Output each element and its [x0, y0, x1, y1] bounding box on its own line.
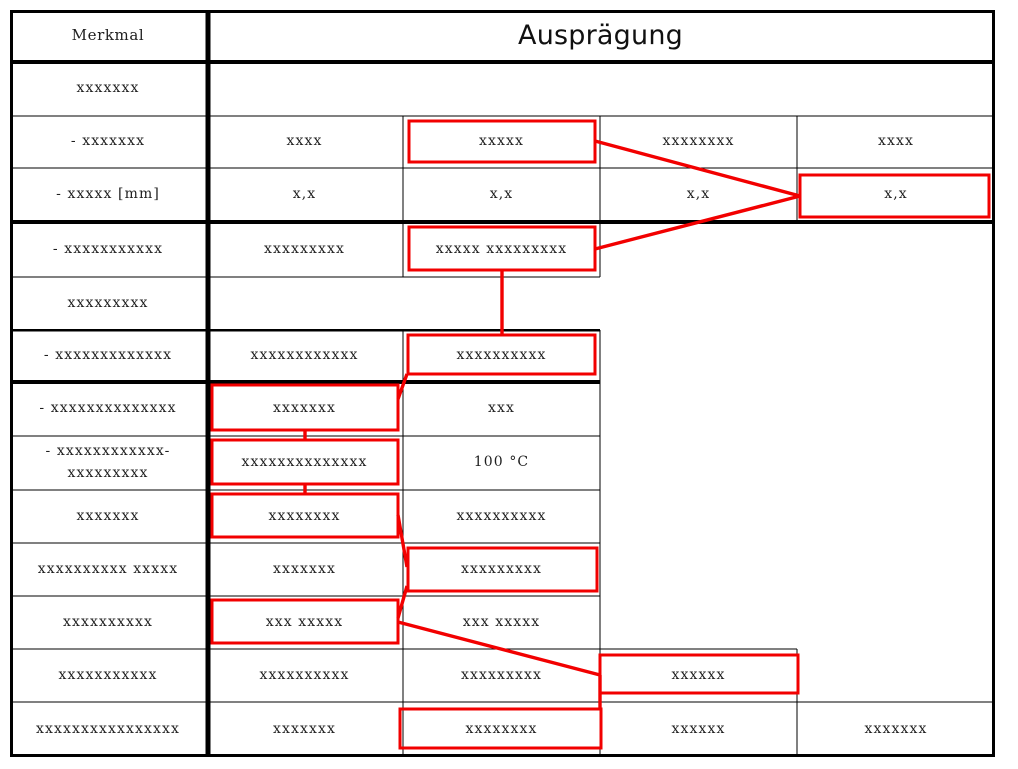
- header-merkmal: Merkmal: [71, 26, 145, 45]
- cell-row3-c3: x,x: [489, 186, 514, 203]
- cell-row7-c3: xxx: [488, 400, 515, 417]
- row12-label: xxxxxxxxxxx: [58, 666, 158, 683]
- cell-row6-c2: xxxxxxxxxxxx: [250, 347, 359, 364]
- cell-row12-c4-selected: xxxxxx: [671, 666, 726, 683]
- row4-label: - xxxxxxxxxxx: [52, 240, 164, 257]
- connector-row10-row11: [396, 585, 409, 619]
- cell-row2-c4: xxxxxxxx: [662, 133, 735, 150]
- cell-row13-c5: xxxxxxx: [864, 720, 928, 737]
- header-auspraegung: Ausprägung: [518, 20, 683, 52]
- cell-row10-c2: xxxxxxx: [273, 560, 336, 577]
- cell-row8-c2-selected: xxxxxxxxxxxxxx: [241, 454, 368, 471]
- cell-row4-c2: xxxxxxxxx: [264, 240, 345, 257]
- cell-row10-c3-selected: xxxxxxxxx: [461, 560, 542, 577]
- cell-row12-c2: xxxxxxxxxx: [259, 666, 350, 683]
- row1-label: xxxxxxx: [76, 80, 140, 97]
- row3-label: - xxxxx [mm]: [56, 186, 160, 203]
- row11-label: xxxxxxxxxx: [63, 613, 153, 630]
- selection-path: [210, 119, 991, 750]
- connector-row3-row4: [594, 194, 801, 251]
- cell-row6-c3-selected: xxxxxxxxxx: [456, 347, 547, 364]
- cell-row13-c3-selected: xxxxxxxx: [465, 720, 538, 737]
- cell-row11-c2-selected: xxx xxxxx: [265, 613, 344, 630]
- connector-row6-row7: [396, 373, 409, 400]
- selection-box-row10-c3: [406, 546, 599, 593]
- selection-box-row13-c3: [398, 707, 603, 750]
- row6-label: - xxxxxxxxxxxxx: [43, 347, 173, 364]
- row8-label: - xxxxxxxxxxxx- xxxxxxxxx: [45, 443, 171, 481]
- cell-row7-c2-selected: xxxxxxx: [273, 400, 336, 417]
- row10-label: xxxxxxxxxx xxxxx: [37, 560, 179, 577]
- cell-row2-c2: xxxx: [286, 133, 323, 150]
- cell-row2-c5: xxxx: [878, 133, 914, 150]
- connector-row9-row10: [396, 514, 409, 568]
- row5-label: xxxxxxxxx: [67, 294, 149, 311]
- connector-row11-row12: [397, 620, 601, 677]
- row7-label: - xxxxxxxxxxxxxx: [39, 400, 177, 417]
- cell-row13-c2: xxxxxxx: [273, 720, 336, 737]
- cell-row8-c3: 100 °C: [473, 454, 530, 471]
- connector-row2-row3: [594, 139, 801, 198]
- cell-row13-c4: xxxxxx: [671, 720, 726, 737]
- cell-row3-c4: x,x: [686, 186, 711, 203]
- row13-label: xxxxxxxxxxxxxxxx: [36, 720, 180, 737]
- cell-row9-c3: xxxxxxxxxx: [456, 507, 547, 524]
- cell-row11-c3: xxx xxxxx: [462, 613, 541, 630]
- cell-row3-c2: x,x: [292, 186, 317, 203]
- cell-row2-c3-selected: xxxxx: [479, 133, 524, 150]
- cell-row12-c3: xxxxxxxxx: [461, 666, 542, 683]
- connector-lines: [303, 139, 801, 710]
- row2-label: - xxxxxxx: [70, 133, 146, 150]
- cell-row3-c5-selected: x,x: [884, 186, 908, 203]
- cell-row4-c3-selected: xxxxx xxxxxxxxx: [435, 240, 568, 257]
- row9-label: xxxxxxx: [76, 507, 140, 524]
- table-gridlines: [10, 10, 995, 757]
- cell-row9-c2-selected: xxxxxxxx: [268, 507, 341, 524]
- selection-box-row11-c2: [210, 598, 400, 645]
